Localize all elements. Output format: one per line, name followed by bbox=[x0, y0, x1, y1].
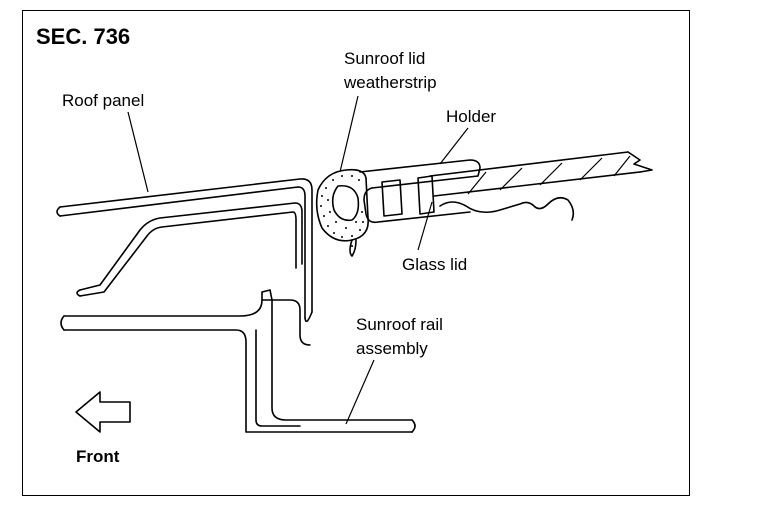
label-holder: Holder bbox=[446, 107, 496, 126]
section-label: SEC. 736 bbox=[36, 24, 130, 49]
label-front: Front bbox=[76, 447, 120, 466]
sunroof-lid-weatherstrip bbox=[315, 168, 369, 257]
roof-panel bbox=[56, 178, 313, 323]
front-arrow-icon bbox=[75, 391, 131, 433]
label-rail-line2: assembly bbox=[356, 339, 428, 358]
label-weatherstrip-line1: Sunroof lid bbox=[344, 49, 425, 68]
diagram-frame bbox=[22, 10, 690, 496]
roof-reinforcement bbox=[76, 202, 303, 297]
holder bbox=[359, 159, 481, 224]
leader-lines bbox=[127, 95, 469, 425]
glass-lid bbox=[429, 151, 653, 221]
label-roof-panel: Roof panel bbox=[62, 91, 144, 110]
label-weatherstrip-line2: weatherstrip bbox=[343, 73, 437, 92]
label-rail-line1: Sunroof rail bbox=[356, 315, 443, 334]
label-glass-lid: Glass lid bbox=[402, 255, 467, 274]
sunroof-rail-assembly bbox=[60, 289, 416, 433]
